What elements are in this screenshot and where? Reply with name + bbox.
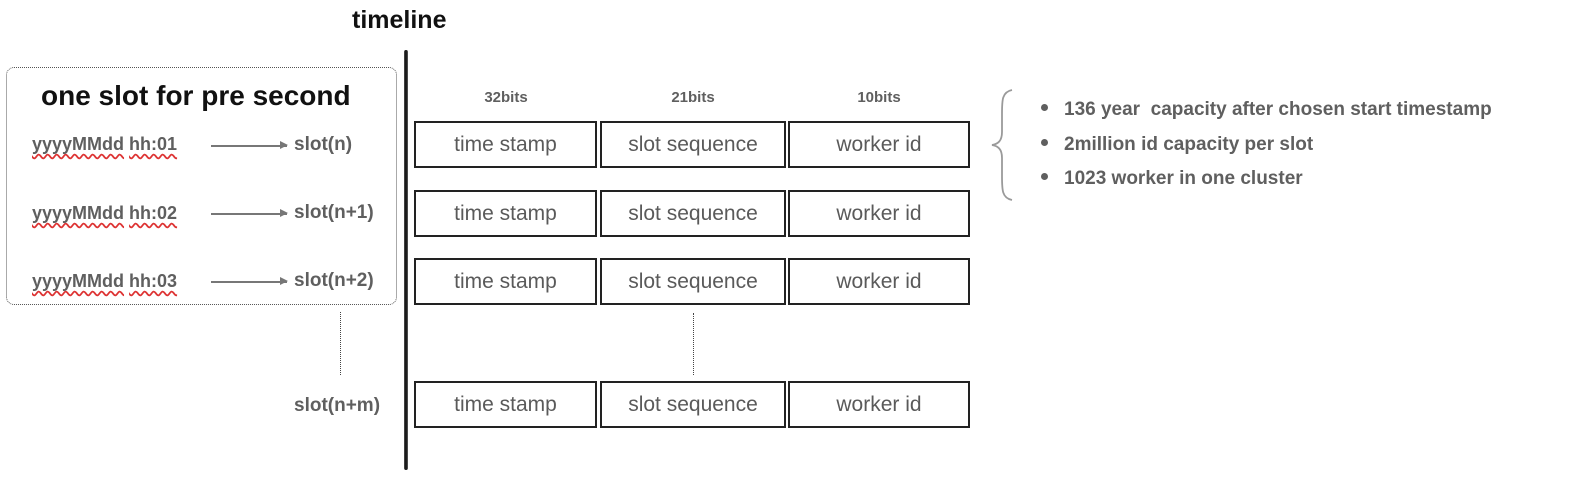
note-text: 2million id capacity per slot: [1064, 134, 1314, 155]
ellipsis-vertical-icon: [693, 313, 694, 375]
bits-header-timestamp: 32bits: [484, 89, 528, 106]
bullet-icon: [1041, 173, 1048, 181]
note-text: 136 year capacity after chosen start tim…: [1064, 99, 1492, 120]
id-field-timestamp: time stamp: [414, 258, 597, 305]
timestamp-time-part: hh:03: [129, 271, 178, 291]
id-field-timestamp: time stamp: [414, 381, 597, 428]
timestamp-label-3: yyyyMMdd hh:03: [32, 271, 177, 292]
slot-group-title: one slot for pre second: [41, 80, 351, 111]
slot-label-2: slot(n+1): [294, 202, 374, 223]
bits-header-worker: 10bits: [857, 89, 901, 106]
note-item-2: 2million id capacity per slot: [1041, 134, 1313, 156]
id-field-worker-id: worker id: [788, 258, 970, 305]
id-field-worker-id: worker id: [788, 190, 970, 237]
id-field-slot-sequence: slot sequence: [600, 258, 786, 305]
curly-brace-icon: [991, 89, 1013, 201]
timestamp-label-2: yyyyMMdd hh:02: [32, 203, 177, 224]
id-field-worker-id: worker id: [788, 121, 970, 168]
note-text: 1023 worker in one cluster: [1064, 168, 1303, 189]
bullet-icon: [1041, 104, 1048, 112]
timeline-axis: [404, 50, 408, 470]
diagram-title: timeline: [352, 6, 447, 34]
id-field-worker-id: worker id: [788, 381, 970, 428]
timestamp-date-part: yyyyMMdd: [32, 271, 125, 291]
timestamp-time-part: hh:01: [129, 134, 178, 154]
timestamp-label-1: yyyyMMdd hh:01: [32, 134, 177, 155]
slot-label-last: slot(n+m): [294, 395, 381, 416]
arrow-icon: [211, 142, 288, 148]
id-field-slot-sequence: slot sequence: [600, 381, 786, 428]
id-field-slot-sequence: slot sequence: [600, 121, 786, 168]
slot-group-box: [6, 67, 397, 305]
arrow-icon: [211, 210, 288, 216]
id-field-slot-sequence: slot sequence: [600, 190, 786, 237]
slot-label-1: slot(n): [294, 134, 353, 155]
id-field-timestamp: time stamp: [414, 190, 597, 237]
bits-header-sequence: 21bits: [671, 89, 715, 106]
timestamp-date-part: yyyyMMdd: [32, 134, 125, 154]
note-item-1: 136 year capacity after chosen start tim…: [1041, 99, 1492, 121]
timestamp-time-part: hh:02: [129, 203, 178, 223]
timestamp-date-part: yyyyMMdd: [32, 203, 125, 223]
bullet-icon: [1041, 139, 1048, 147]
ellipsis-vertical-icon: [340, 312, 341, 375]
id-field-timestamp: time stamp: [414, 121, 597, 168]
note-item-3: 1023 worker in one cluster: [1041, 168, 1303, 190]
slot-label-3: slot(n+2): [294, 270, 374, 291]
arrow-icon: [211, 278, 288, 284]
